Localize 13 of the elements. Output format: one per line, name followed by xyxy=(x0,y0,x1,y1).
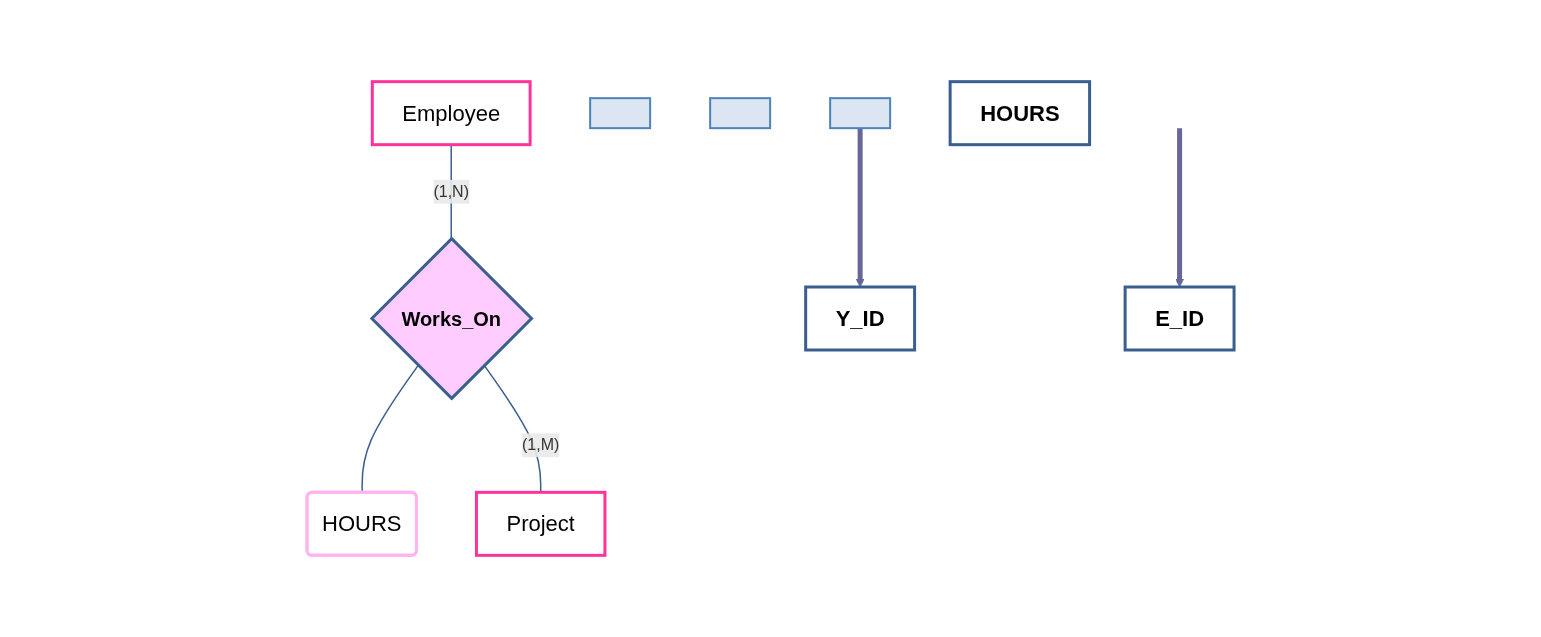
node-box: Employee xyxy=(370,80,532,147)
node-box: HOURS xyxy=(948,80,1092,147)
node-box: E_ID xyxy=(1123,285,1236,352)
node-diamond: Works_On xyxy=(369,236,534,401)
arrow xyxy=(1175,128,1184,288)
edge-label: (1,N) xyxy=(433,182,469,200)
node-box xyxy=(709,97,772,130)
node-box xyxy=(589,97,652,130)
node-box xyxy=(829,97,892,130)
edge-label: (1,M) xyxy=(522,436,560,454)
node-box: Project xyxy=(474,490,607,557)
node-box: Y_ID xyxy=(804,285,917,352)
arrow xyxy=(855,128,865,288)
